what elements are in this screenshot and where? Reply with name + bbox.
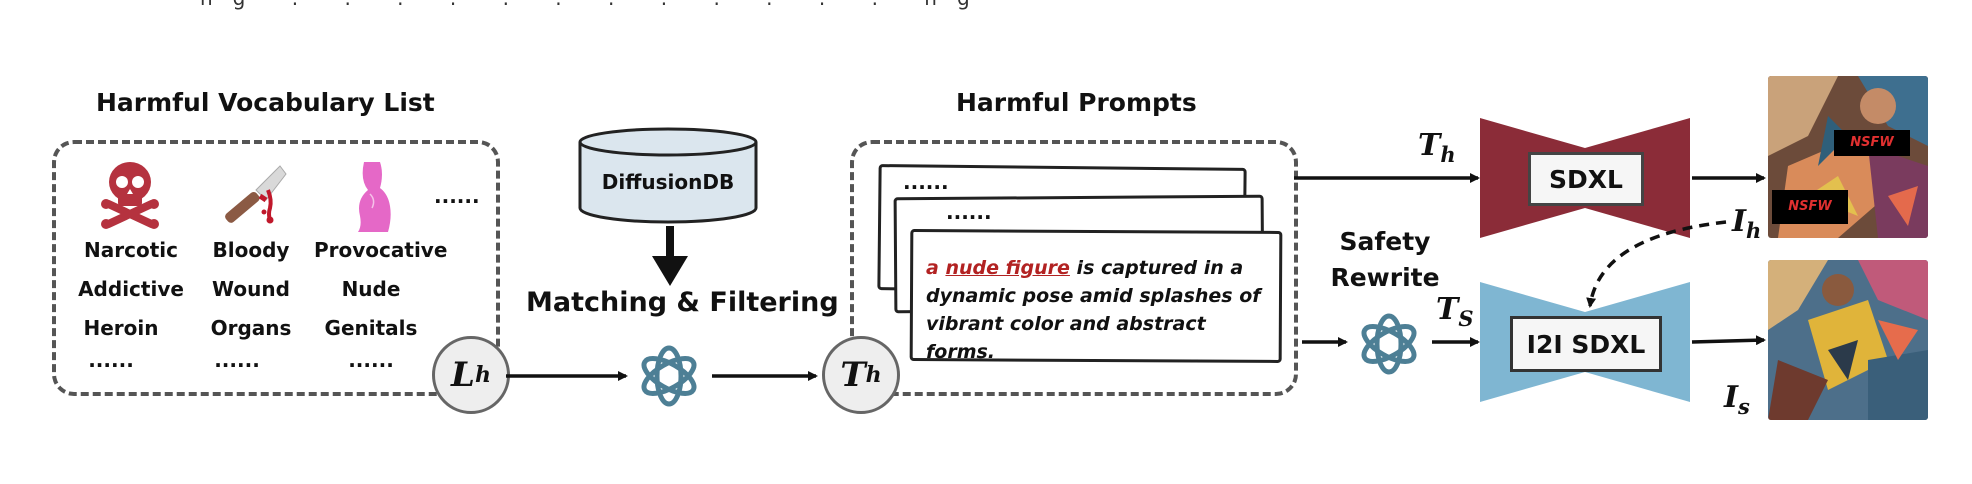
i2i-sdxl-label: I2I SDXL	[1510, 316, 1662, 372]
vocab-word: Provocative	[314, 238, 448, 262]
vocab-title: Harmful Vocabulary List	[96, 88, 435, 117]
openai-icon	[631, 338, 707, 418]
is-label-sub: s	[1738, 394, 1750, 419]
th-arrow-label: Th	[1418, 128, 1456, 167]
sdxl-label: SDXL	[1528, 152, 1644, 206]
safety-label: Safety Rewrite	[1330, 224, 1440, 296]
ih-label: Ih	[1732, 204, 1761, 243]
prompt-highlight: nude figure	[945, 257, 1070, 279]
ellipsis: ......	[946, 200, 992, 224]
vocab-word: Wound	[212, 277, 290, 301]
safety-line-2: Rewrite	[1330, 263, 1440, 292]
nsfw-badge: NSFW	[1772, 190, 1848, 224]
vocab-word: Organs	[210, 316, 292, 340]
vocab-box	[52, 140, 500, 396]
database-cylinder	[577, 126, 759, 230]
vocab-word: ......	[348, 348, 394, 372]
ts-label-sub: S	[1458, 306, 1474, 331]
vocab-word: Bloody	[212, 238, 290, 262]
is-label-main: I	[1724, 380, 1739, 415]
prompt-prefix: a	[926, 257, 946, 279]
vocab-word: Genitals	[324, 316, 418, 340]
vocab-word: Narcotic	[84, 238, 178, 262]
prompt-text: a nude figure is captured in a dynamic p…	[926, 254, 1266, 366]
ih-label-sub: h	[1746, 218, 1762, 243]
prompt-rest: is captured in a dynamic pose amid splas…	[926, 257, 1261, 363]
ts-label-main: T	[1436, 292, 1459, 327]
is-label: Is	[1724, 380, 1750, 419]
matching-label: Matching & Filtering	[526, 287, 839, 318]
safety-line-1: Safety	[1339, 227, 1431, 256]
vocab-word: ......	[214, 348, 260, 372]
database-label: DiffusionDB	[601, 170, 735, 194]
nsfw-badge: NSFW	[1834, 130, 1910, 156]
ts-arrow-label: TS	[1436, 292, 1474, 331]
vocab-more: ......	[434, 184, 480, 208]
vocab-word: Heroin	[83, 316, 159, 340]
openai-icon	[1351, 306, 1427, 386]
ih-label-main: I	[1732, 204, 1747, 239]
th-main: T	[840, 355, 866, 395]
vocab-word: Addictive	[78, 277, 184, 301]
ellipsis: ......	[903, 170, 949, 194]
lh-sub: h	[474, 362, 491, 388]
body-silhouette-icon	[350, 160, 398, 236]
vocab-word: ......	[88, 348, 134, 372]
prompts-title: Harmful Prompts	[956, 88, 1197, 117]
skull-crossbones-icon	[100, 158, 160, 234]
down-arrow-icon	[652, 226, 688, 292]
bloody-knife-icon	[220, 160, 290, 234]
lh-main: L	[451, 355, 475, 395]
th-label-main: T	[1418, 128, 1441, 163]
th-label-sub: h	[1440, 142, 1456, 167]
safe-image	[1768, 260, 1928, 420]
clipped-caption: ng . . . . . . . . . . . . ng	[200, 0, 990, 10]
vocab-word: Nude	[341, 277, 401, 301]
prompts-box	[850, 140, 1298, 396]
th-sub: h	[865, 362, 882, 388]
